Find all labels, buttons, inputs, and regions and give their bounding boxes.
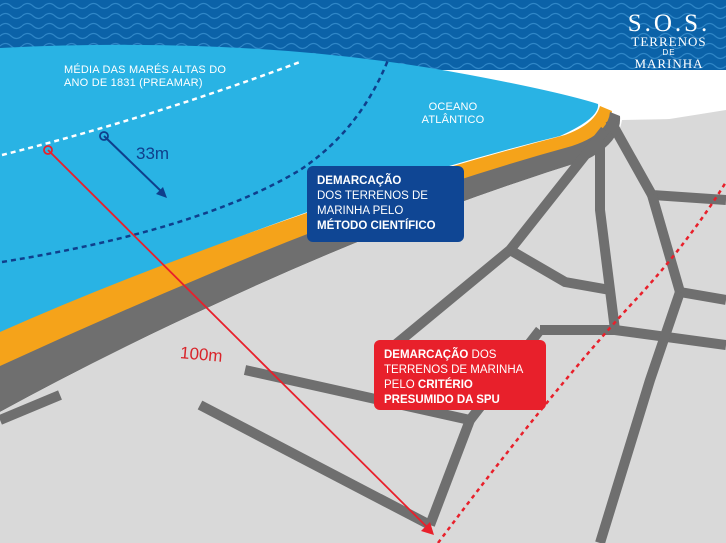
presumed-callout-text-3: PELO: [384, 379, 418, 391]
street-8: [614, 325, 726, 350]
street-7: [595, 140, 620, 331]
presumed-callout-bold-1: DEMARCAÇÃO: [384, 349, 469, 361]
distance-33m-arrowhead: [156, 187, 167, 198]
scientific-callout-line-2: DOS TERRENOS DE: [317, 190, 428, 202]
distance-100m-label: 100m: [179, 343, 224, 366]
distance-33m-label: 33m: [136, 144, 170, 163]
street-12: [595, 290, 685, 543]
preamar-marker-red: [43, 145, 53, 155]
presumed-callout-bold-4: PRESUMIDO DA SPU: [384, 394, 500, 406]
street-6: [425, 418, 475, 527]
presumed-callout-bold-3: CRITÉRIO: [417, 379, 473, 391]
logo-title: S.O.S.: [627, 10, 711, 37]
logo-line-marinha: MARINHA: [634, 56, 704, 71]
presumed-callout-line-2: TERRENOS DE MARINHA: [384, 364, 524, 376]
dashed-preamar-line: [1, 60, 301, 157]
preamar-label: MÉDIA DAS MARÉS ALTAS DO ANO DE 1831 (PR…: [64, 64, 264, 90]
distance-100m-line: [47, 149, 431, 531]
presumed-criterion-callout: DEMARCAÇÃO DOS TERRENOS DE MARINHA PELO …: [374, 340, 546, 410]
street-3: [197, 400, 433, 530]
logo-line-de: DE: [662, 48, 676, 57]
presumed-callout-text-1: DOS: [468, 349, 497, 361]
ocean-area: [0, 44, 599, 341]
logo-line-terrenos: TERRENOS: [631, 34, 707, 49]
preamar-label-line2: ANO DE 1831 (PREAMAR): [64, 77, 203, 89]
ocean-label-line2: ATLÂNTICO: [421, 114, 485, 126]
preamar-label-line1: MÉDIA DAS MARÉS ALTAS DO: [64, 64, 227, 76]
scientific-callout-line-3: MARINHA PELO: [317, 205, 404, 217]
dashed-scientific-line: [1, 59, 390, 264]
seafront-promenade: [0, 118, 726, 543]
scientific-callout-bold-4: MÉTODO CIENTÍFICO: [317, 220, 436, 232]
sos-logo: S.O.S. TERRENOS DE MARINHA: [626, 10, 712, 71]
ocean-label-line1: OCEANO: [428, 101, 478, 113]
street-1: [0, 390, 62, 425]
distance-33m-line: [103, 135, 164, 194]
dashed-presumed-line: [436, 181, 726, 543]
preamar-marker-blue: [99, 131, 109, 141]
scientific-callout-bold-1: DEMARCAÇÃO: [317, 175, 402, 187]
ocean-label: OCEANO ATLÂNTICO: [411, 101, 495, 127]
scientific-method-callout: DEMARCAÇÃO DOS TERRENOS DE MARINHA PELO …: [307, 166, 464, 242]
distance-100m-arrowhead: [421, 522, 434, 535]
coastal-avenue: [0, 112, 621, 412]
street-5: [507, 245, 611, 295]
